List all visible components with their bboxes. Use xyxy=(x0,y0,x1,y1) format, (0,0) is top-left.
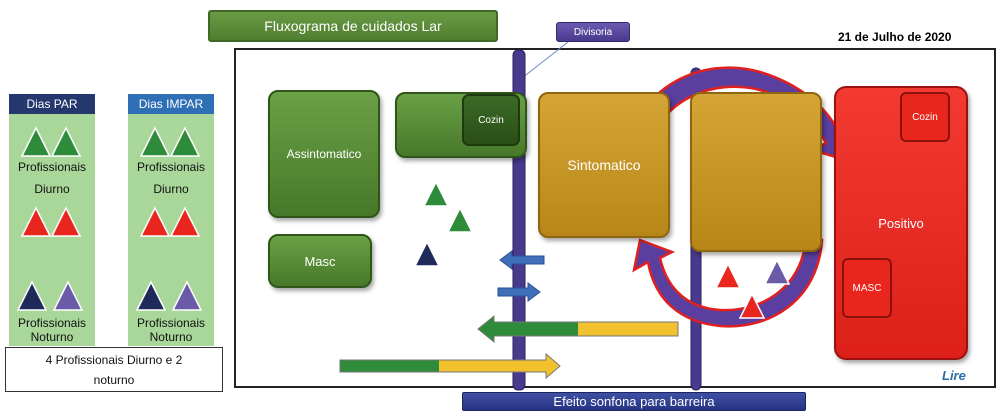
masc-red-label: MASC xyxy=(852,282,882,294)
dias-par-panel xyxy=(9,94,95,346)
sintomatico-box-2 xyxy=(690,92,822,252)
sintomatico-label: Sintomatico xyxy=(567,157,641,173)
par-day-label-1: Profissionais xyxy=(17,160,87,174)
impar-night-label-2: Noturno xyxy=(149,330,193,344)
impar-day-label-1: Profissionais xyxy=(136,160,206,174)
dias-par-header: Dias PAR xyxy=(9,94,95,114)
blue-arrow-left xyxy=(499,250,545,270)
assintomatico-box: Assintomatico xyxy=(268,90,380,218)
cozin-red-box: Cozin xyxy=(900,92,950,142)
dias-impar-header: Dias IMPAR xyxy=(128,94,214,114)
summary-line-1: 4 Profissionais Diurno e 2 xyxy=(45,353,183,367)
masc-green-label: Masc xyxy=(304,253,336,269)
bottom-caption: Efeito sonfona para barreira xyxy=(462,392,806,411)
divisoria-label: Divisoria xyxy=(556,22,630,42)
blue-arrow-right xyxy=(497,282,541,302)
cycle-arrow-bottom xyxy=(632,238,824,328)
long-arrow-left xyxy=(477,314,679,344)
par-day-label-2: Diurno xyxy=(34,182,70,196)
assintomatico-label: Assintomatico xyxy=(286,147,362,161)
masc-green-box: Masc xyxy=(268,234,372,288)
positivo-label: Positivo xyxy=(878,215,924,231)
cozin-green-box: Cozin xyxy=(462,94,520,146)
long-arrow-right xyxy=(339,352,561,380)
sintomatico-box: Sintomatico xyxy=(538,92,670,238)
logo: Lire xyxy=(942,368,966,383)
impar-day-label-2: Diurno xyxy=(153,182,189,196)
main-diagram-frame xyxy=(234,48,996,388)
staff-summary-box: 4 Profissionais Diurno e 2 noturno xyxy=(5,347,223,392)
cozin-green-label: Cozin xyxy=(478,114,504,126)
date-label: 21 de Julho de 2020 xyxy=(838,30,952,44)
masc-red-box: MASC xyxy=(842,258,892,318)
par-night-label-1: Profissionais xyxy=(17,316,87,330)
impar-night-label-1: Profissionais xyxy=(136,316,206,330)
divisoria-connector-line xyxy=(521,41,569,79)
cozin-red-label: Cozin xyxy=(912,111,938,123)
summary-line-2: noturno xyxy=(93,373,135,387)
flowchart-title: Fluxograma de cuidados Lar xyxy=(208,10,498,42)
dias-impar-panel xyxy=(128,94,214,346)
par-night-label-2: Noturno xyxy=(30,330,74,344)
